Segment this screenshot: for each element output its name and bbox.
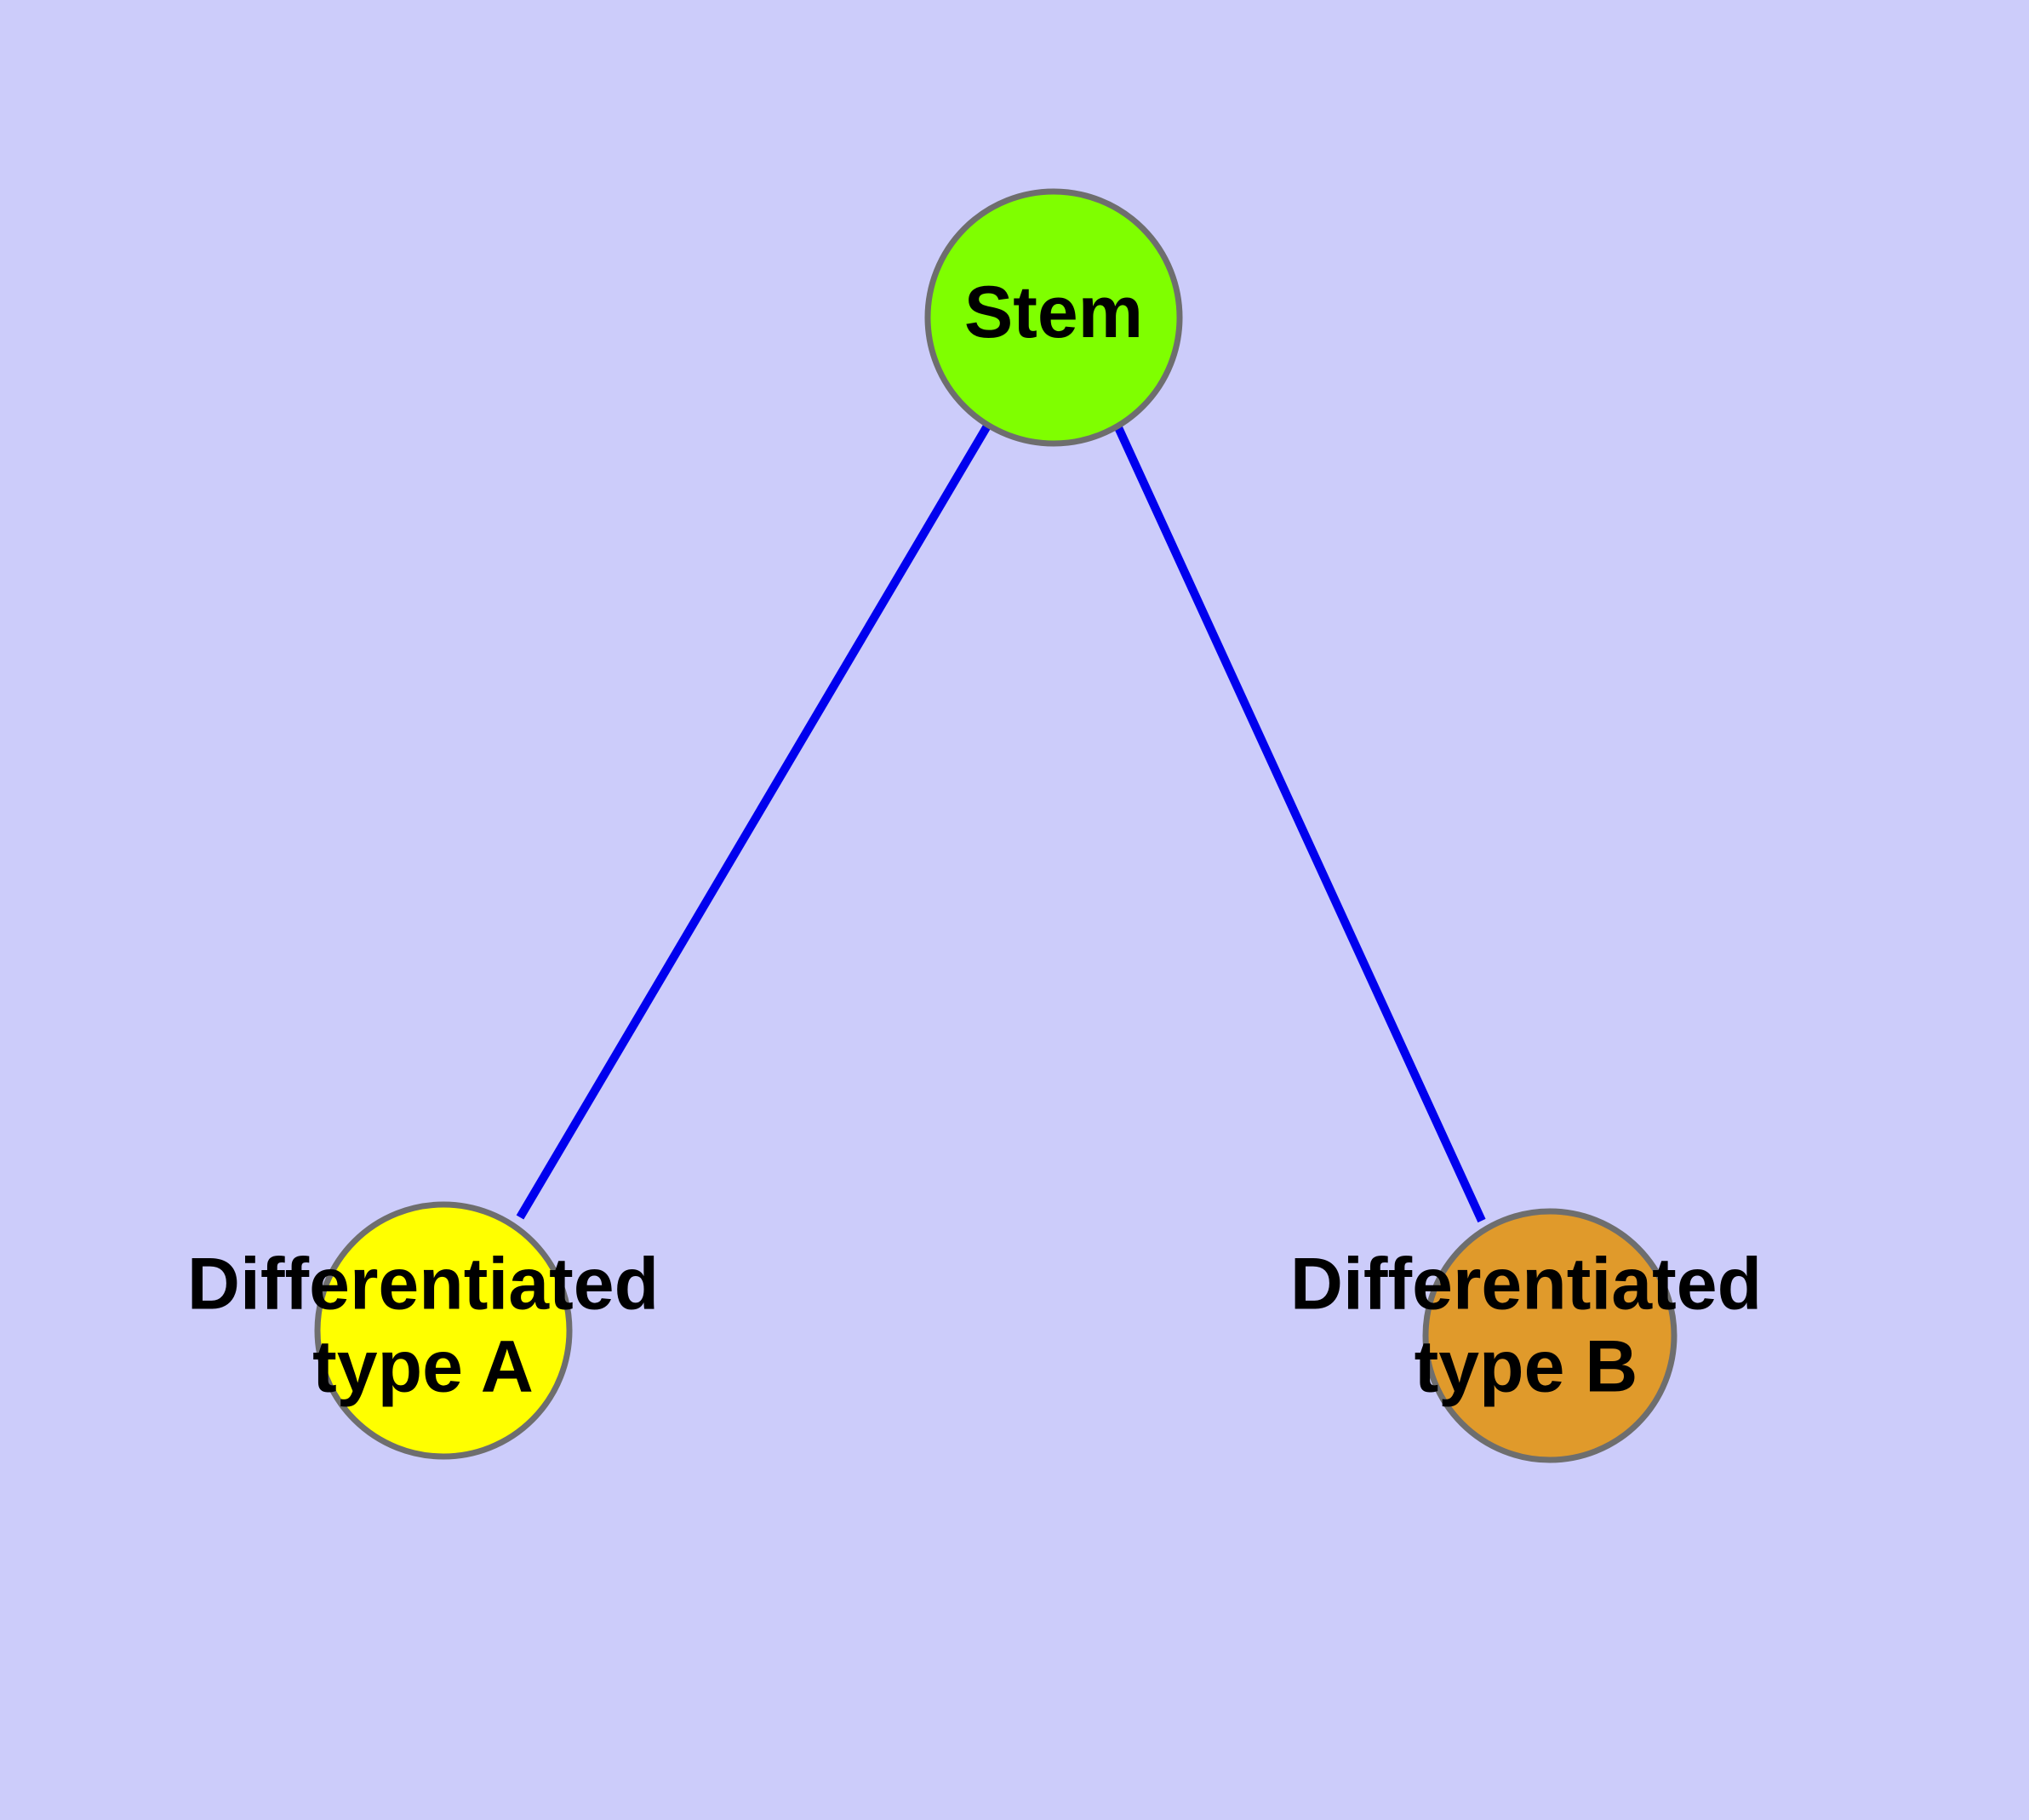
graph-node-label-line: type B [1415,1325,1638,1407]
graph-node-label-line: Stem [964,272,1143,353]
graph-node-diff_a[interactable] [314,1201,573,1460]
graph-node-stem[interactable] [924,188,1183,447]
edges-layer [516,421,1486,1223]
graph-node-diff_b[interactable] [1422,1208,1677,1463]
graph-node-label-line: Differentiated [187,1243,659,1325]
graph-node-label-line: type A [312,1325,534,1407]
graph-edge-stem-to-diff-a[interactable] [516,421,993,1220]
graph-edge-stem-to-diff-b[interactable] [1113,423,1486,1223]
graph-node-label-stem: Stem [964,272,1143,353]
nodes-layer [314,188,1677,1463]
graph-node-label-line: Differentiated [1290,1243,1762,1325]
